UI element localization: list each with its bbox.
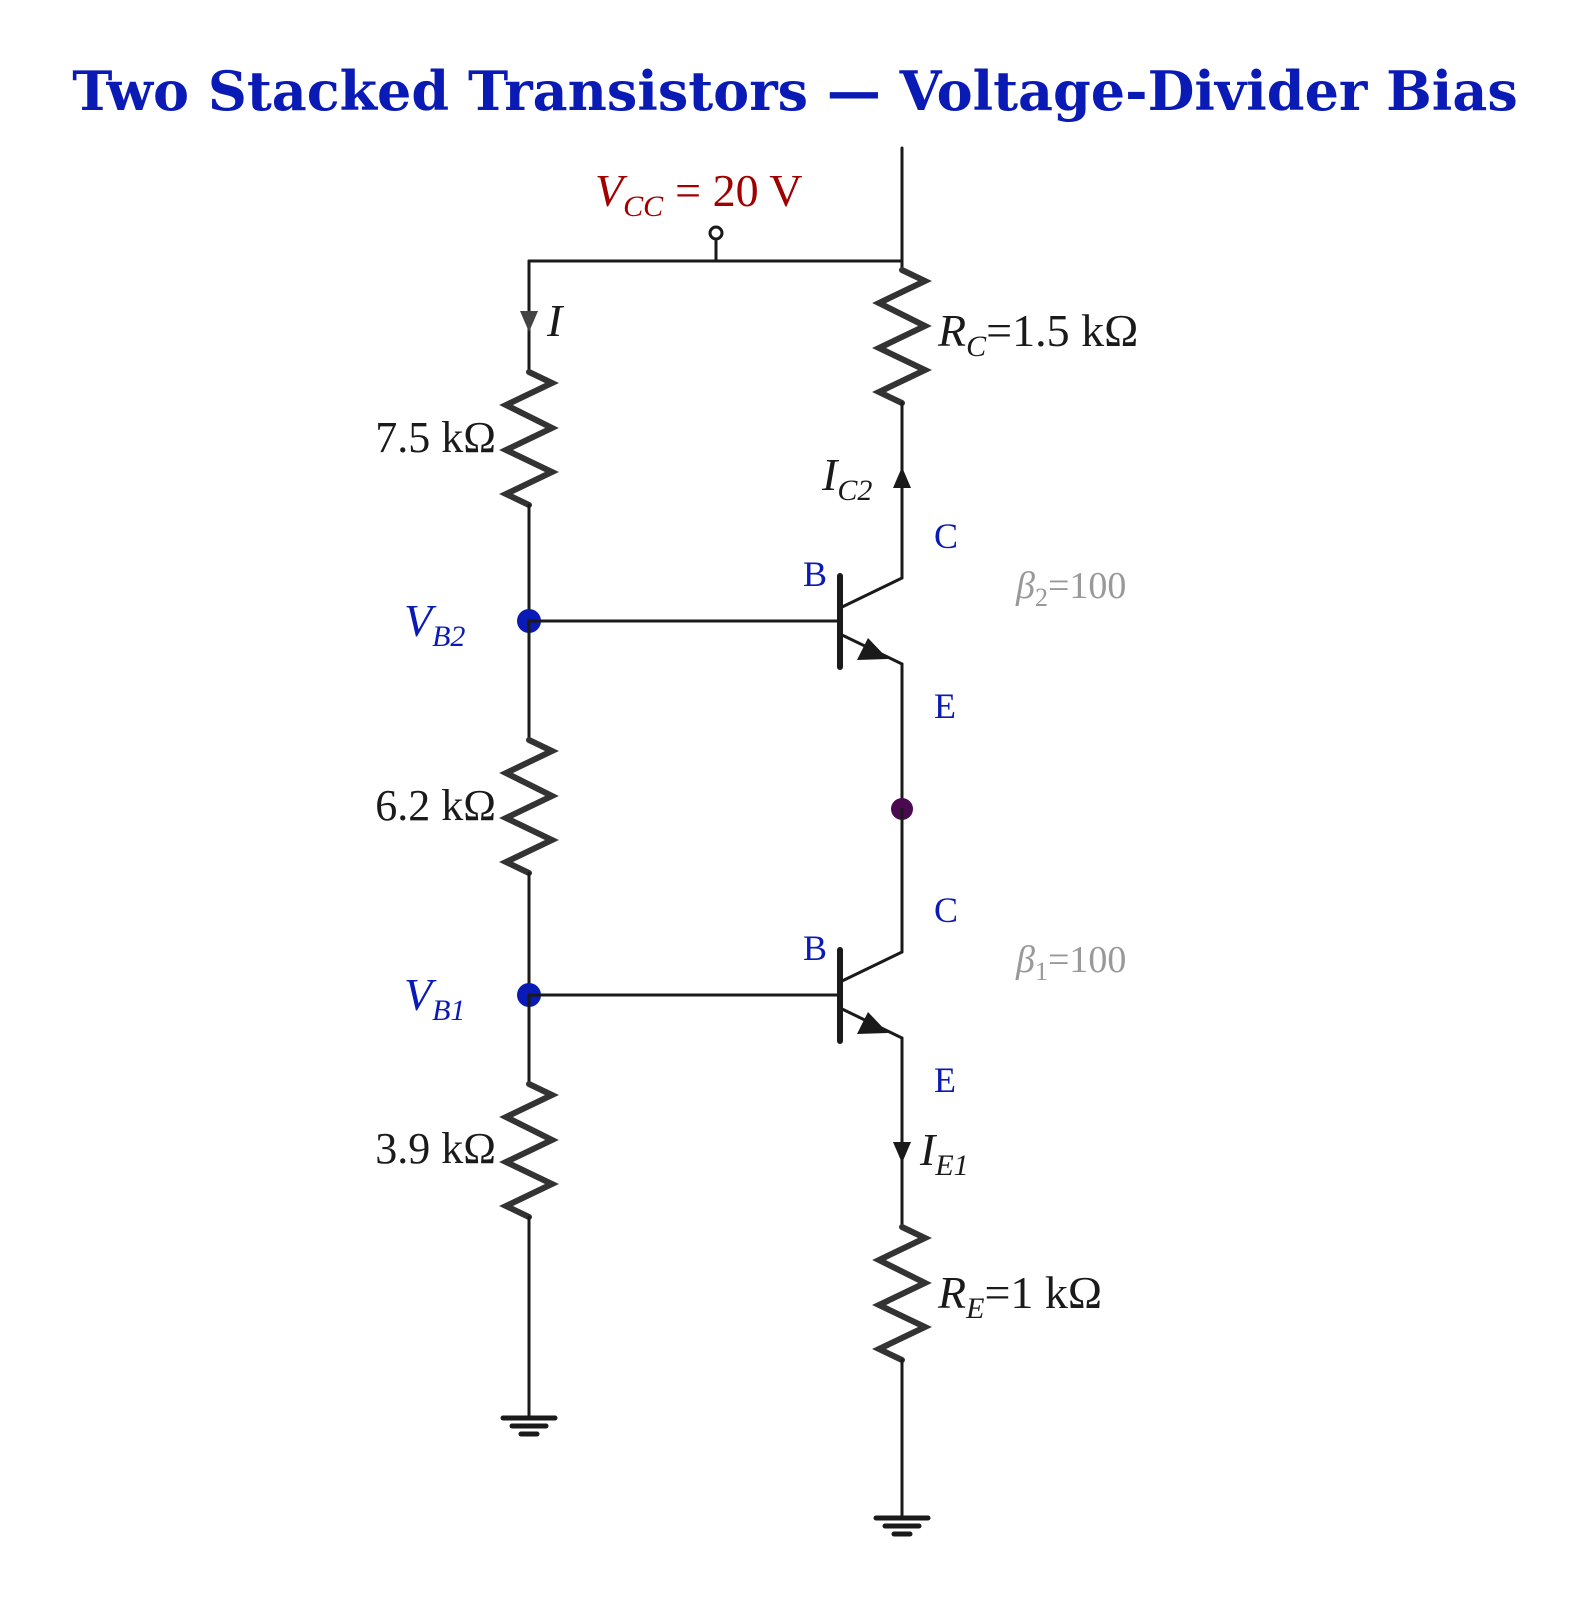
q2-base-label: B [803,554,827,594]
resistor-rc-label: RC=1.5 kΩ [937,305,1138,363]
q1-base-label: B [803,928,827,968]
supply-label: VCC= 20 V [595,165,802,223]
resistor-rc [872,267,932,406]
q1-beta-label: β1=100 [1015,939,1126,986]
q1-emitter-label: E [934,1060,956,1100]
transistor-q2 [837,573,904,670]
current-i-arrow [520,311,538,332]
page-title: Two Stacked Transistors — Voltage-Divide… [72,59,1518,123]
current-ic2-arrow [893,467,911,488]
resistor-r-bot [499,1081,559,1220]
node-vb2-label: VB2 [404,595,465,653]
q2-emitter-label: E [934,686,956,726]
ground-icon-right [873,1515,931,1537]
transistor-q1 [837,947,904,1044]
current-ic2-label: IC2 [821,449,872,507]
q1-collector-label: C [934,890,958,930]
ground-icon-left [500,1415,558,1437]
node-vb1-label: VB1 [404,969,465,1027]
resistor-r-bot-label: 3.9 kΩ [375,1124,496,1173]
current-ie1-label: IE1 [919,1124,969,1182]
q2-beta-label: β2=100 [1015,565,1126,612]
resistor-r-top-label: 7.5 kΩ [375,413,496,462]
resistor-re-label: RE=1 kΩ [937,1267,1102,1325]
q2-collector-label: C [934,516,958,556]
resistor-r-top [499,369,559,508]
supply-terminal [708,225,724,241]
resistor-r-mid-label: 6.2 kΩ [375,781,496,830]
resistor-r-mid [499,737,559,876]
resistor-re [872,1224,932,1363]
current-i-label: I [546,295,565,346]
current-ie1-arrow [893,1142,911,1163]
